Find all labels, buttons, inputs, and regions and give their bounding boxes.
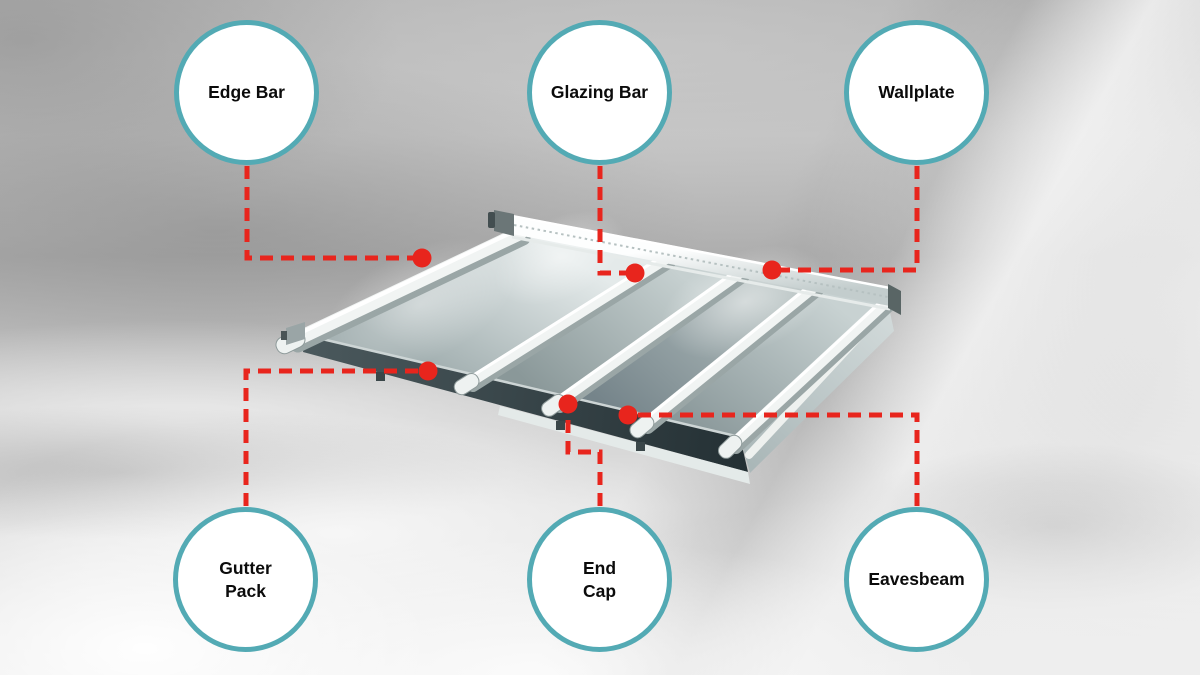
- leader-line-eavesbeam: [637, 412, 920, 506]
- marker-dot-edge-bar: [412, 248, 432, 268]
- label-eavesbeam-text: Eavesbeam: [868, 569, 965, 590]
- glazing-bar-3-highlight: [554, 266, 742, 401]
- left-corner-tab: [281, 331, 287, 340]
- wallplate-right-bracket: [888, 284, 901, 315]
- marker-dot-end-cap: [558, 394, 578, 414]
- wallplate-top-highlight: [511, 214, 891, 290]
- wallplate-left-cap: [494, 210, 514, 236]
- right-edge-bar-highlight: [730, 294, 889, 442]
- fixing-lug-3: [636, 442, 645, 451]
- label-gutter-pack-text: Gutter: [219, 557, 272, 578]
- front-edge-trim: [304, 333, 741, 439]
- wallplate-lower-rail: [511, 235, 891, 311]
- label-end-cap-text2: Cap: [582, 580, 617, 601]
- leader-line-wallplate: [781, 166, 920, 273]
- label-end-cap: End Cap: [527, 507, 672, 652]
- label-wallplate-text: Wallplate: [878, 82, 955, 103]
- left-corner-bracket: [286, 322, 305, 345]
- label-eavesbeam: Eavesbeam: [844, 507, 989, 652]
- leader-line-gutter-pack: [243, 368, 419, 506]
- label-end-cap-text: End: [582, 557, 617, 578]
- left-edge-bar: [288, 226, 527, 347]
- fixing-lug-1: [376, 372, 385, 381]
- wallplate-bar: [512, 215, 890, 306]
- marker-dot-glazing-bar: [625, 263, 645, 283]
- label-gutter-pack-text2: Pack: [225, 580, 266, 601]
- fixing-lug-2: [556, 421, 565, 430]
- leader-line-glazing-bar: [597, 166, 626, 276]
- left-edge-bar-highlight: [292, 227, 521, 338]
- right-edge-bar: [727, 294, 894, 450]
- label-glazing-bar-text: Glazing Bar: [550, 82, 649, 103]
- label-edge-bar: Edge Bar: [174, 20, 319, 165]
- leader-line-edge-bar: [244, 166, 413, 261]
- wallplate-assembly: [488, 210, 901, 315]
- glazing-bar-4-highlight: [642, 280, 816, 422]
- roof-glass-panel-4: [653, 288, 888, 437]
- label-gutter-pack: Gutter Pack: [173, 507, 318, 652]
- label-edge-bar-text: Edge Bar: [208, 82, 285, 103]
- marker-dot-gutter-pack: [418, 361, 438, 381]
- end-cap-4: [629, 414, 655, 439]
- marker-dot-eavesbeam: [618, 405, 638, 425]
- marker-dot-wallplate: [762, 260, 782, 280]
- leader-line-end-cap: [565, 413, 603, 506]
- glazing-bar-4: [639, 280, 821, 430]
- glazing-bar-3: [551, 266, 747, 409]
- end-cap-right-edge: [717, 434, 743, 459]
- end-cap-2: [453, 373, 480, 396]
- wallplate-left-knob: [488, 212, 495, 228]
- label-glazing-bar: Glazing Bar: [527, 20, 672, 165]
- label-wallplate: Wallplate: [844, 20, 989, 165]
